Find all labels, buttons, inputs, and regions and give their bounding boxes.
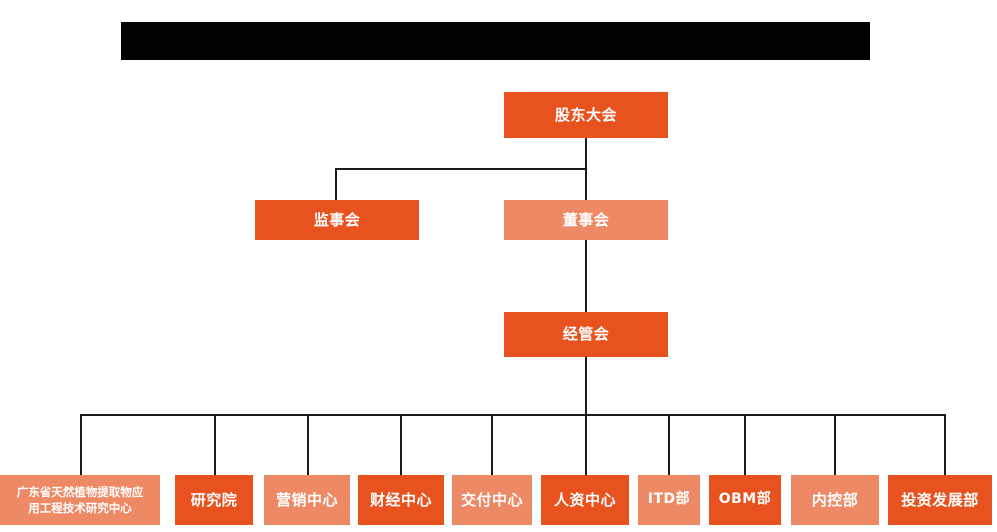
connector-drop-engineering-research-center [80,414,82,475]
node-finance-center[interactable]: 财经中心 [358,475,444,525]
connector-drop-obm-department [744,414,746,475]
node-itd-department[interactable]: ITD部 [638,475,700,525]
node-delivery-center[interactable]: 交付中心 [452,475,532,525]
node-engineering-research-center[interactable]: 广东省天然植物提取物应 用工程技术研究中心 [0,475,160,525]
connector-drop-finance-center [400,414,402,475]
connector-drop-hr-center [585,414,587,475]
connector-directors-to-management [585,240,587,312]
node-label-line-1: 广东省天然植物提取物应 [16,484,144,499]
node-label-line-2: 用工程技术研究中心 [28,501,132,515]
connector-branch-to-supervisors [335,168,337,200]
connector-drop-delivery-center [491,414,493,475]
connector-department-bus [80,414,944,416]
connector-management-to-bus [585,357,587,415]
redacted-title-bar [121,22,870,60]
node-marketing-center[interactable]: 营销中心 [264,475,350,525]
node-internal-control-department[interactable]: 内控部 [791,475,879,525]
node-obm-department[interactable]: OBM部 [709,475,781,525]
node-research-institute[interactable]: 研究院 [175,475,253,525]
node-management-committee[interactable]: 经管会 [504,312,668,357]
connector-drop-marketing-center [307,414,309,475]
node-hr-center[interactable]: 人资中心 [541,475,629,525]
connector-drop-itd-department [668,414,670,475]
node-investment-development-department[interactable]: 投资发展部 [888,475,992,525]
connector-branch-level2 [335,168,587,170]
connector-drop-internal-control-department [834,414,836,475]
connector-branch-to-directors [585,168,587,200]
connector-drop-research-institute [214,414,216,475]
node-board-of-supervisors[interactable]: 监事会 [255,200,419,240]
connector-shareholders-to-branch [585,138,587,170]
node-board-of-directors[interactable]: 董事会 [504,200,668,240]
node-shareholders-meeting[interactable]: 股东大会 [504,92,668,138]
connector-drop-investment-development-department [944,414,946,475]
